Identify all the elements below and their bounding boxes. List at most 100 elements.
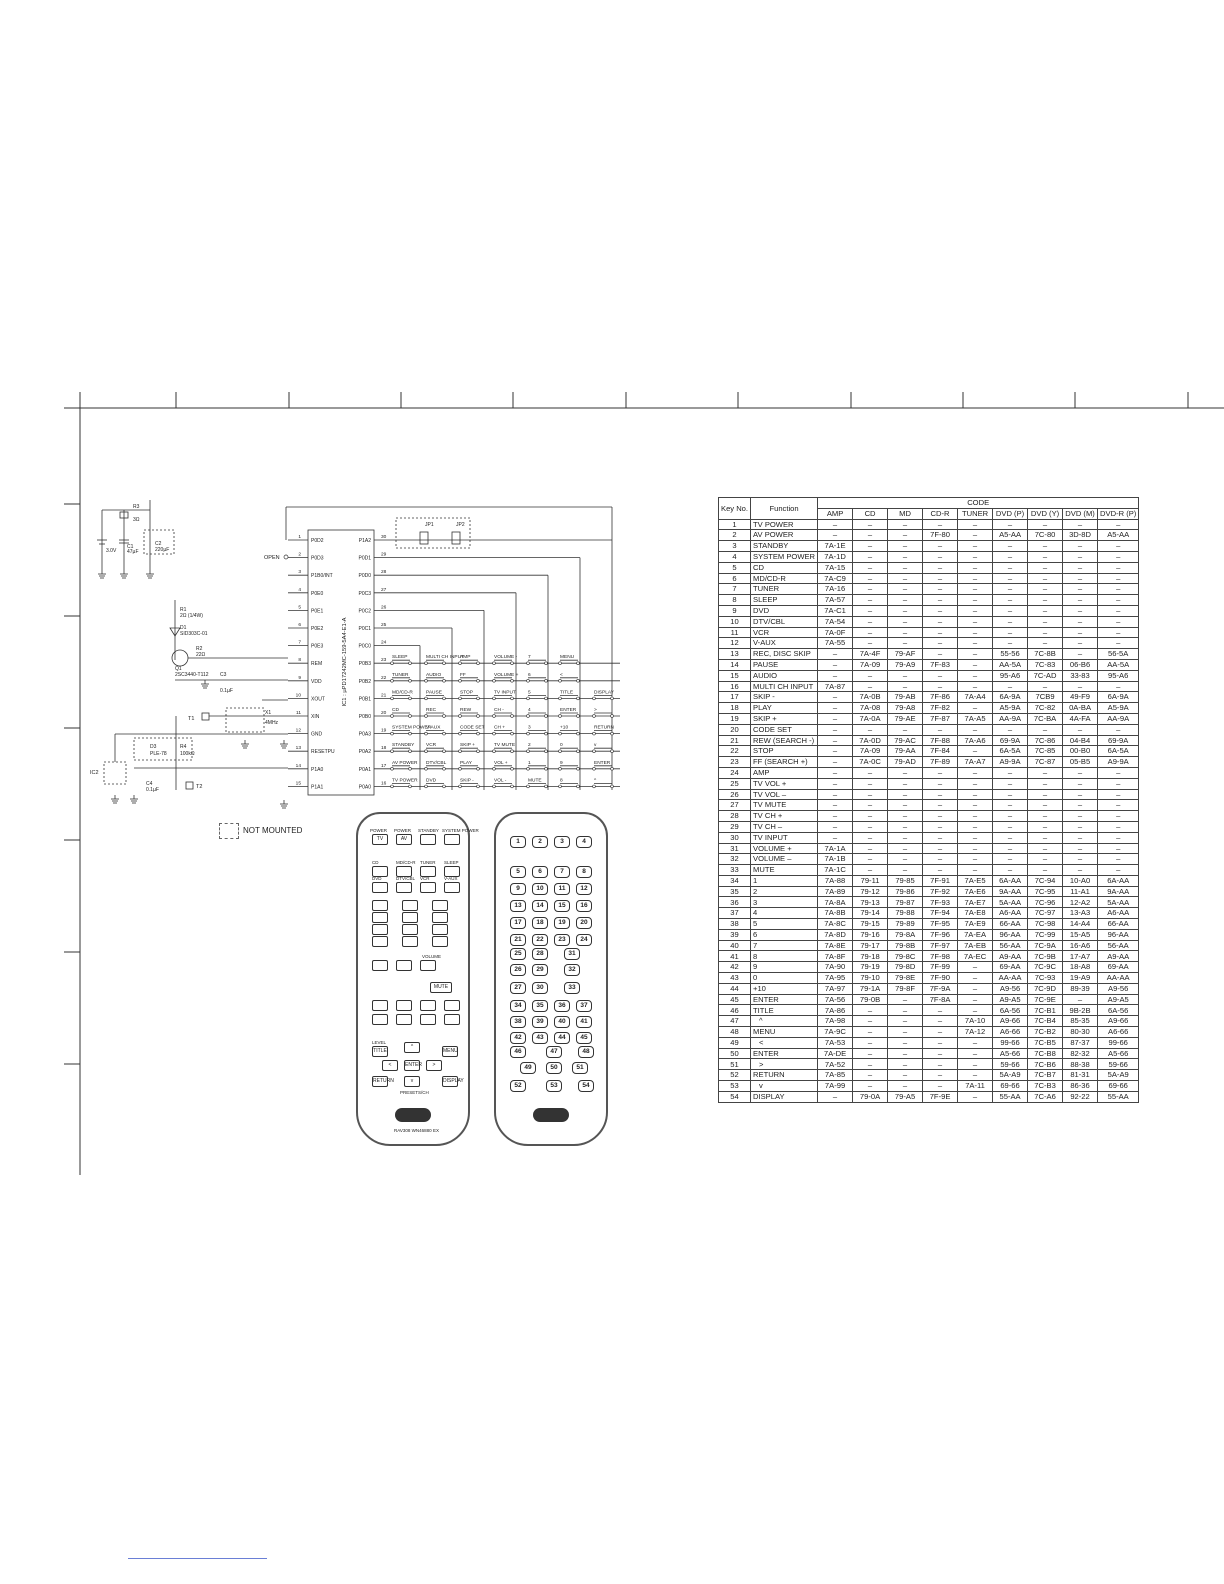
remote-key-number[interactable]: 8 <box>576 866 592 878</box>
remote-mode-button[interactable] <box>396 1000 412 1011</box>
remote-key-number[interactable]: 41 <box>576 1016 592 1028</box>
remote-mode-button[interactable] <box>444 1014 460 1025</box>
cursor-up-button[interactable]: ^ <box>404 1042 420 1053</box>
remote-key-number[interactable]: 30 <box>532 982 548 994</box>
remote-key-number[interactable]: 52 <box>510 1080 526 1092</box>
remote-key-number[interactable]: 48 <box>578 1046 594 1058</box>
remote-key-number[interactable]: 1 <box>510 836 526 848</box>
remote-key-number[interactable]: 29 <box>532 964 548 976</box>
remote-key-number[interactable]: 42 <box>510 1032 526 1044</box>
remote-transport-button[interactable] <box>402 900 418 911</box>
remote-key-number[interactable]: 46 <box>510 1046 526 1058</box>
remote-transport-button[interactable] <box>432 900 448 911</box>
remote-key-number[interactable]: 15 <box>554 900 570 912</box>
remote-key-number[interactable]: 35 <box>532 1000 548 1012</box>
title-button[interactable]: TITLE <box>372 1046 388 1057</box>
remote-key-number[interactable]: 34 <box>510 1000 526 1012</box>
remote-mode-button[interactable] <box>420 1000 436 1011</box>
remote-key-number[interactable]: 50 <box>546 1062 562 1074</box>
remote-input-button[interactable] <box>420 866 436 877</box>
remote-key-number[interactable]: 44 <box>554 1032 570 1044</box>
remote-transport-button[interactable] <box>402 936 418 947</box>
remote-mode-button[interactable] <box>420 1014 436 1025</box>
remote-key-number[interactable]: 47 <box>546 1046 562 1058</box>
remote-top-button[interactable] <box>420 834 436 845</box>
remote-input-button[interactable] <box>372 882 388 893</box>
remote-volume-button[interactable] <box>420 960 436 971</box>
code-cell: – <box>922 853 959 866</box>
remote-key-number[interactable]: 28 <box>532 948 548 960</box>
remote-transport-button[interactable] <box>372 924 388 935</box>
remote-key-number[interactable]: 5 <box>510 866 526 878</box>
remote-key-number[interactable]: 22 <box>532 934 548 946</box>
remote-key-number[interactable]: 9 <box>510 883 526 895</box>
remote-key-number[interactable]: 31 <box>564 948 580 960</box>
remote-transport-button[interactable] <box>402 912 418 923</box>
remote-key-number[interactable]: 7 <box>554 866 570 878</box>
remote-key-number[interactable]: 25 <box>510 948 526 960</box>
remote-key-number[interactable]: 17 <box>510 917 526 929</box>
enter-button[interactable]: ENTER <box>404 1060 422 1071</box>
remote-key-number[interactable]: 20 <box>576 917 592 929</box>
cursor-down-button[interactable]: v <box>404 1076 420 1087</box>
remote-key-number[interactable]: 10 <box>532 883 548 895</box>
cursor-left-button[interactable]: < <box>382 1060 398 1071</box>
remote-key-number[interactable]: 18 <box>532 917 548 929</box>
remote-key-number[interactable]: 43 <box>532 1032 548 1044</box>
remote-key-number[interactable]: 40 <box>554 1016 570 1028</box>
remote-key-number[interactable]: 16 <box>576 900 592 912</box>
remote-transport-button[interactable] <box>372 912 388 923</box>
return-button[interactable]: RETURN <box>372 1076 394 1087</box>
remote-input-button[interactable] <box>444 882 460 893</box>
remote-transport-button[interactable] <box>372 936 388 947</box>
remote-key-number[interactable]: 14 <box>532 900 548 912</box>
remote-mode-button[interactable] <box>444 1000 460 1011</box>
remote-volume-button[interactable] <box>396 960 412 971</box>
remote-key-number[interactable]: 33 <box>564 982 580 994</box>
remote-transport-button[interactable] <box>432 924 448 935</box>
remote-input-button[interactable] <box>372 866 388 877</box>
remote-key-number[interactable]: 53 <box>546 1080 562 1092</box>
remote-transport-button[interactable] <box>432 936 448 947</box>
remote-input-button[interactable] <box>396 882 412 893</box>
remote-key-number[interactable]: 54 <box>578 1080 594 1092</box>
remote-key-number[interactable]: 32 <box>564 964 580 976</box>
remote-key-number[interactable]: 38 <box>510 1016 526 1028</box>
remote-key-number[interactable]: 23 <box>554 934 570 946</box>
remote-key-number[interactable]: 12 <box>576 883 592 895</box>
mute-button[interactable]: MUTE <box>430 982 452 993</box>
remote-key-number[interactable]: 26 <box>510 964 526 976</box>
remote-mode-button[interactable] <box>396 1014 412 1025</box>
remote-key-number[interactable]: 4 <box>576 836 592 848</box>
remote-top-button[interactable] <box>444 834 460 845</box>
remote-key-number[interactable]: 39 <box>532 1016 548 1028</box>
remote-key-number[interactable]: 19 <box>554 917 570 929</box>
display-button[interactable]: DISPLAY <box>442 1076 464 1087</box>
remote-key-number[interactable]: 24 <box>576 934 592 946</box>
remote-key-number[interactable]: 51 <box>572 1062 588 1074</box>
remote-volume-button[interactable] <box>372 960 388 971</box>
remote-key-number[interactable]: 11 <box>554 883 570 895</box>
remote-key-number[interactable]: 49 <box>520 1062 536 1074</box>
remote-transport-button[interactable] <box>372 900 388 911</box>
remote-key-number[interactable]: 3 <box>554 836 570 848</box>
remote-key-number[interactable]: 27 <box>510 982 526 994</box>
remote-input-button[interactable] <box>396 866 412 877</box>
remote-key-number[interactable]: 45 <box>576 1032 592 1044</box>
cursor-right-button[interactable]: > <box>426 1060 442 1071</box>
remote-key-number[interactable]: 6 <box>532 866 548 878</box>
remote-input-button[interactable] <box>444 866 460 877</box>
remote-mode-button[interactable] <box>372 1014 388 1025</box>
remote-key-number[interactable]: 21 <box>510 934 526 946</box>
remote-top-button[interactable]: TV <box>372 834 388 845</box>
remote-input-button[interactable] <box>420 882 436 893</box>
remote-mode-button[interactable] <box>372 1000 388 1011</box>
remote-key-number[interactable]: 36 <box>554 1000 570 1012</box>
remote-transport-button[interactable] <box>432 912 448 923</box>
remote-transport-button[interactable] <box>402 924 418 935</box>
remote-key-number[interactable]: 37 <box>576 1000 592 1012</box>
remote-top-button[interactable]: AV <box>396 834 412 845</box>
menu-button[interactable]: MENU <box>442 1046 458 1057</box>
remote-key-number[interactable]: 13 <box>510 900 526 912</box>
remote-key-number[interactable]: 2 <box>532 836 548 848</box>
